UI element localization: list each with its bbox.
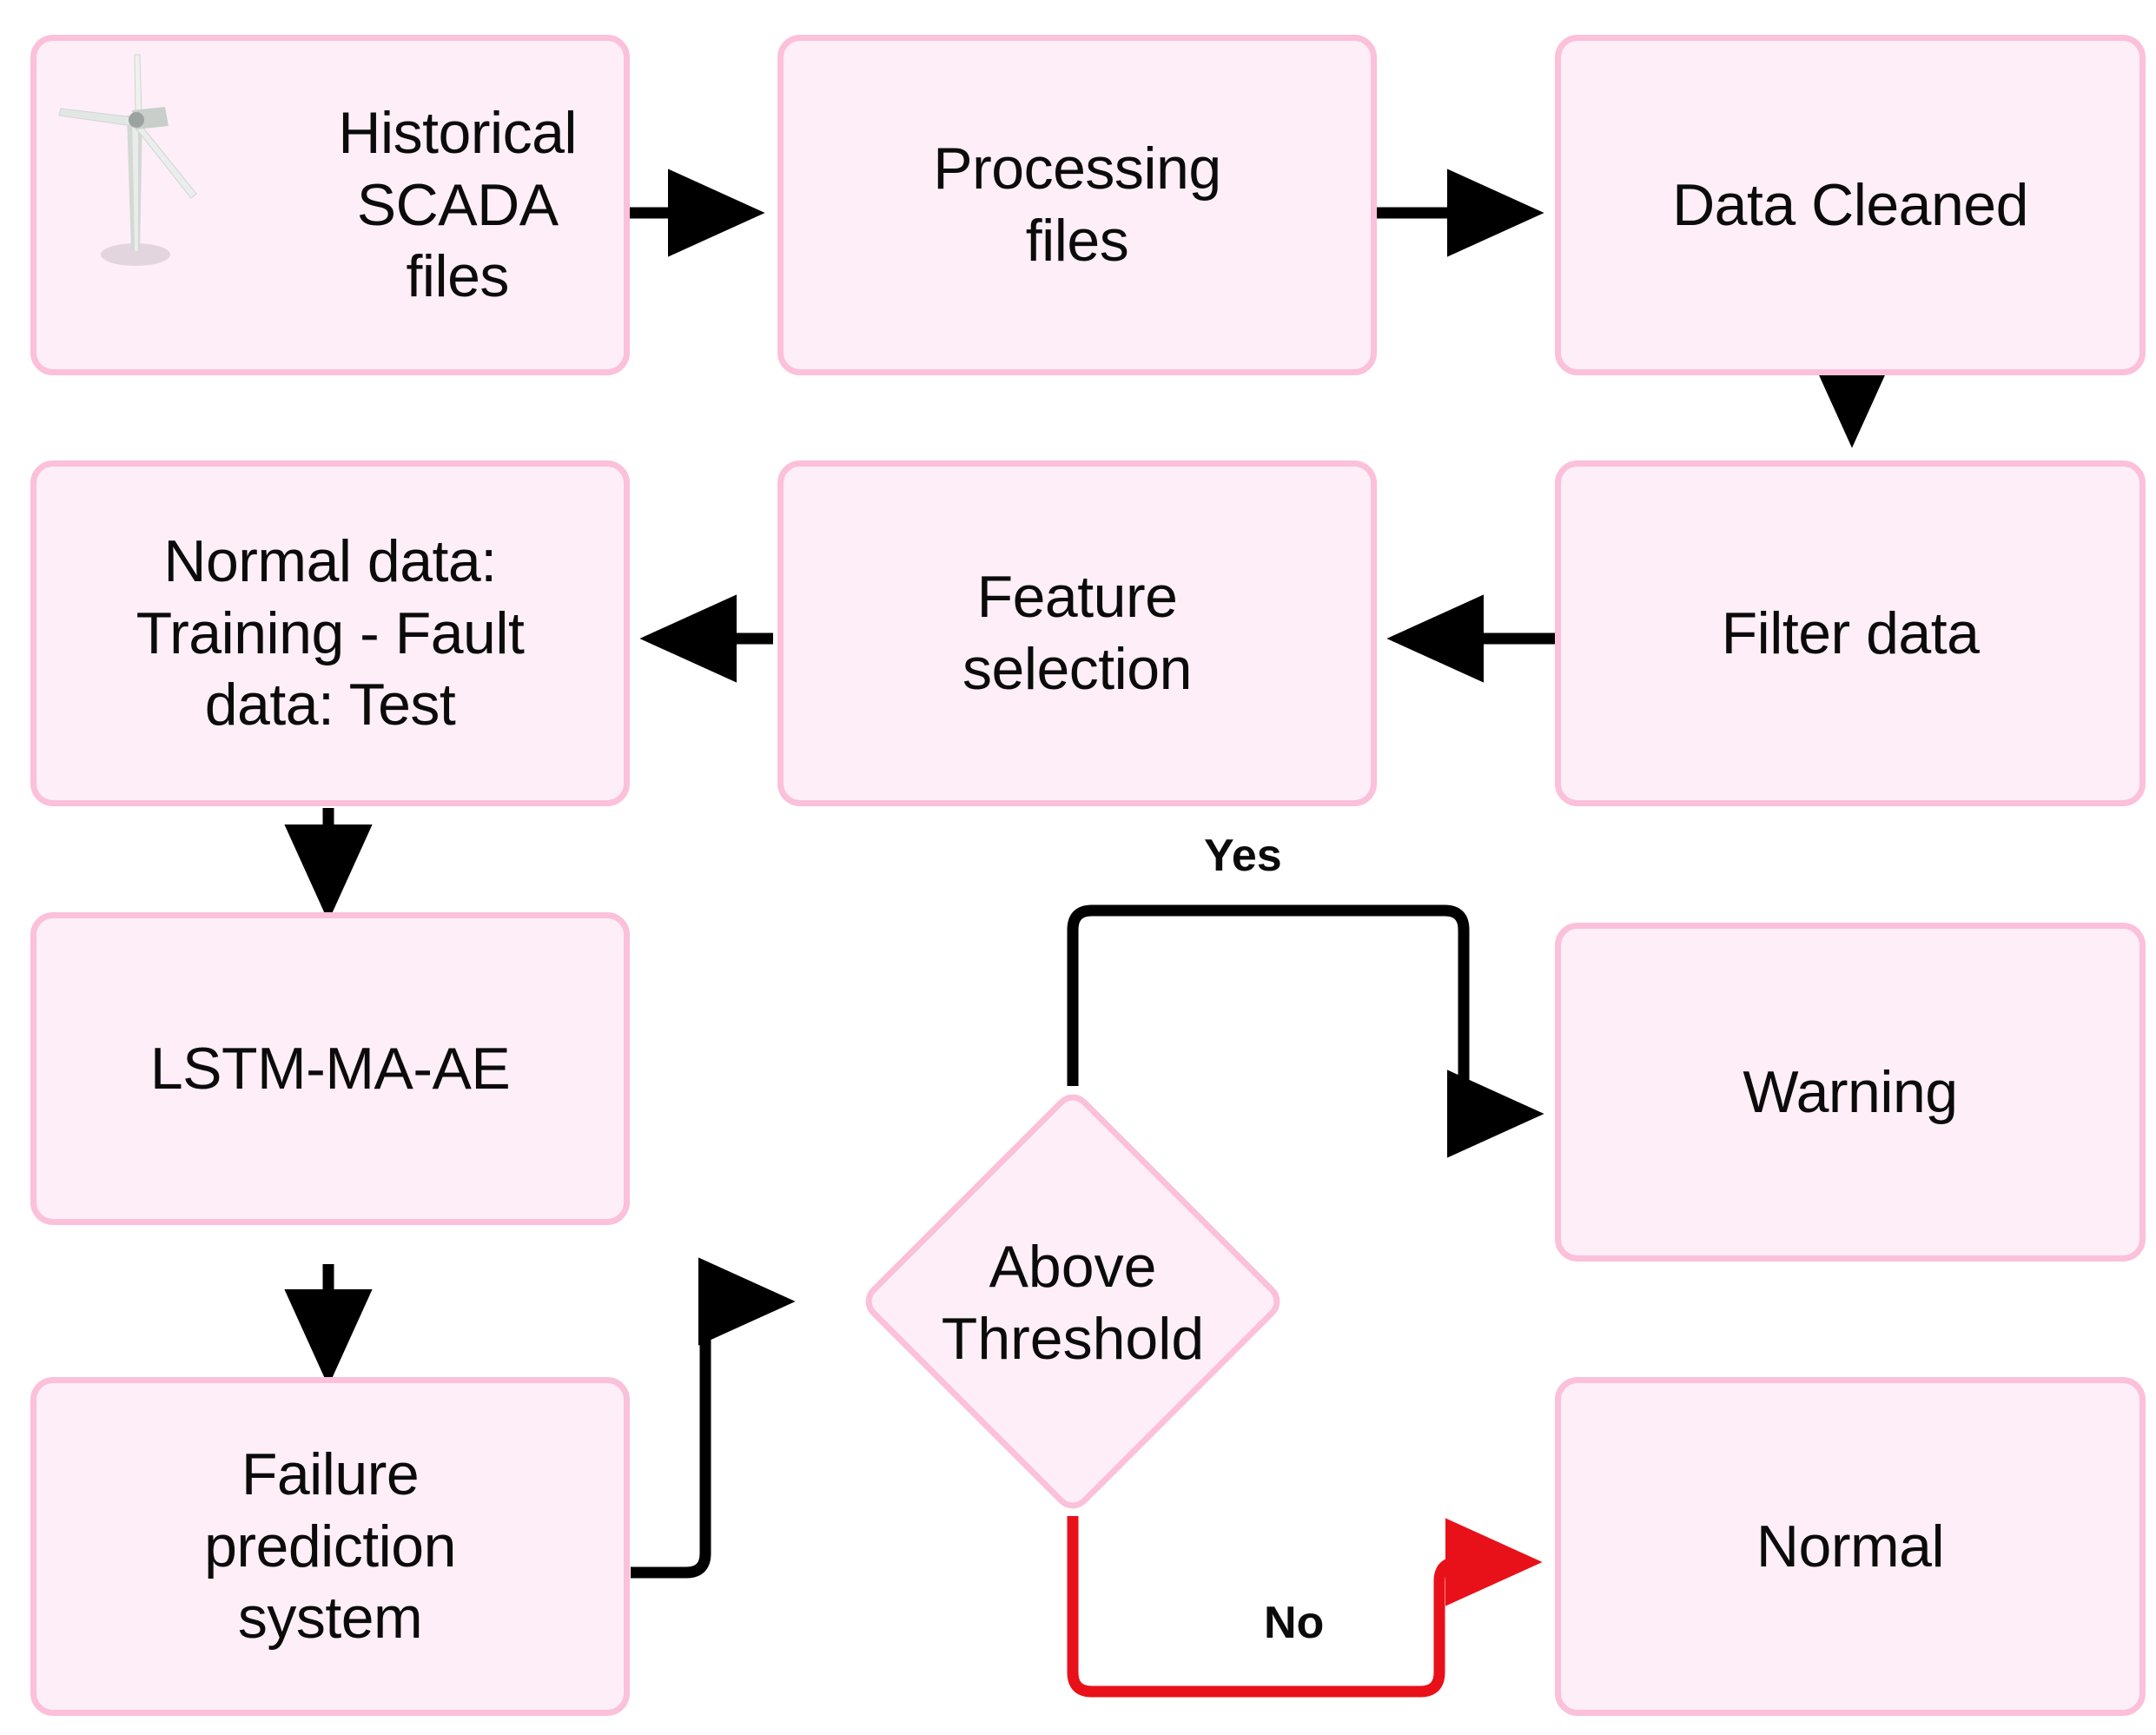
node-label: Data Cleaned xyxy=(1672,171,2028,238)
node-filter-data[interactable]: Filter data xyxy=(1555,460,2146,806)
edge-threshold-no-to-normal xyxy=(1067,1516,1543,1698)
node-label: Normal data: Training - Fault data: Test xyxy=(136,527,525,738)
node-data-cleaned[interactable]: Data Cleaned xyxy=(1555,35,2146,375)
node-feature-selection[interactable]: Feature selection xyxy=(777,460,1377,806)
node-label: Feature selection xyxy=(962,564,1192,702)
node-warning[interactable]: Warning xyxy=(1555,923,2146,1262)
node-label: Filter data xyxy=(1721,599,1980,666)
node-processing-files[interactable]: Processing files xyxy=(777,35,1377,375)
node-historical-scada-files[interactable]: Historical SCADA files xyxy=(30,35,630,375)
node-normal[interactable]: Normal xyxy=(1555,1377,2146,1716)
edge-failureprediction-to-threshold xyxy=(631,1257,796,1579)
node-label: Historical SCADA files xyxy=(338,99,577,310)
node-label: Failure prediction system xyxy=(204,1440,456,1652)
edge-threshold-yes-to-warning xyxy=(1067,904,1544,1158)
edge-label-yes: Yes xyxy=(1204,831,1282,881)
node-label: LSTM-MA-AE xyxy=(149,1035,511,1102)
wind-turbine-icon xyxy=(58,54,197,266)
node-normal-data-split[interactable]: Normal data: Training - Fault data: Test xyxy=(30,460,630,806)
node-failure-prediction-system[interactable]: Failure prediction system xyxy=(30,1377,630,1716)
node-label: Warning xyxy=(1743,1058,1958,1125)
node-label: Normal xyxy=(1756,1513,1945,1579)
node-label: Processing files xyxy=(933,136,1221,274)
node-lstm-ma-ae[interactable]: LSTM-MA-AE xyxy=(30,912,630,1225)
edge-label-no: No xyxy=(1264,1598,1325,1648)
